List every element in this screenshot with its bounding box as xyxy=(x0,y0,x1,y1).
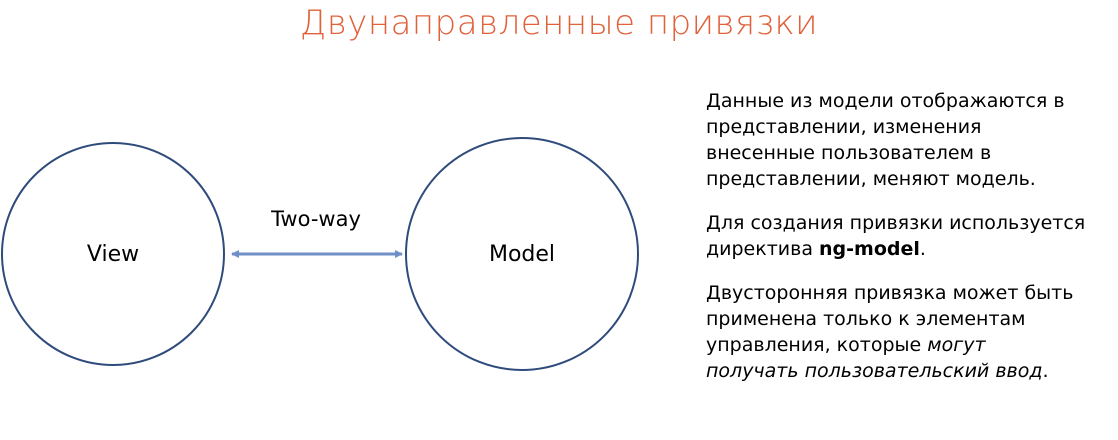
binding-diagram: View Model Two-way xyxy=(1,137,639,371)
view-circle xyxy=(1,142,225,366)
paragraph-line: Для создания привязки используется xyxy=(706,212,1086,234)
directive-suffix: . xyxy=(919,238,926,260)
slide-title: Двунаправленные привязки xyxy=(299,3,819,43)
paragraph-line: внесенные пользователем в xyxy=(706,142,992,164)
model-circle xyxy=(405,137,639,371)
paragraph-directive: Для создания привязки используется дирек… xyxy=(706,210,1116,262)
paragraph-line: представлении, меняют модель. xyxy=(706,168,1036,190)
paragraph-restriction: Двусторонняя привязка может быть примене… xyxy=(706,280,1116,384)
italic-emphasis: получать пользовательский ввод xyxy=(706,360,1043,382)
description-panel: Данные из модели отображаются в представ… xyxy=(706,88,1116,402)
paragraph-line: Двусторонняя привязка может быть xyxy=(706,282,1074,304)
view-label: View xyxy=(87,242,139,267)
italic-emphasis: могут xyxy=(927,334,986,356)
paragraph-line: получать пользовательский ввод. xyxy=(706,358,1116,384)
restriction-prefix: управления, которые xyxy=(706,334,928,356)
directive-prefix: директива xyxy=(706,238,820,260)
paragraph-line: Данные из модели отображаются в xyxy=(706,90,1065,112)
paragraph-data-display: Данные из модели отображаются в представ… xyxy=(706,88,1116,192)
paragraph-line: управления, которые могут xyxy=(706,332,1116,358)
paragraph-line: представлении, изменения xyxy=(706,116,982,138)
model-label: Model xyxy=(489,242,555,267)
ng-model-term: ng-model xyxy=(819,238,920,260)
restriction-suffix: . xyxy=(1042,360,1049,382)
two-way-label: Two-way xyxy=(270,207,361,231)
paragraph-line: директива ng-model. xyxy=(706,236,1116,262)
paragraph-line: применена только к элементам xyxy=(706,308,1026,330)
